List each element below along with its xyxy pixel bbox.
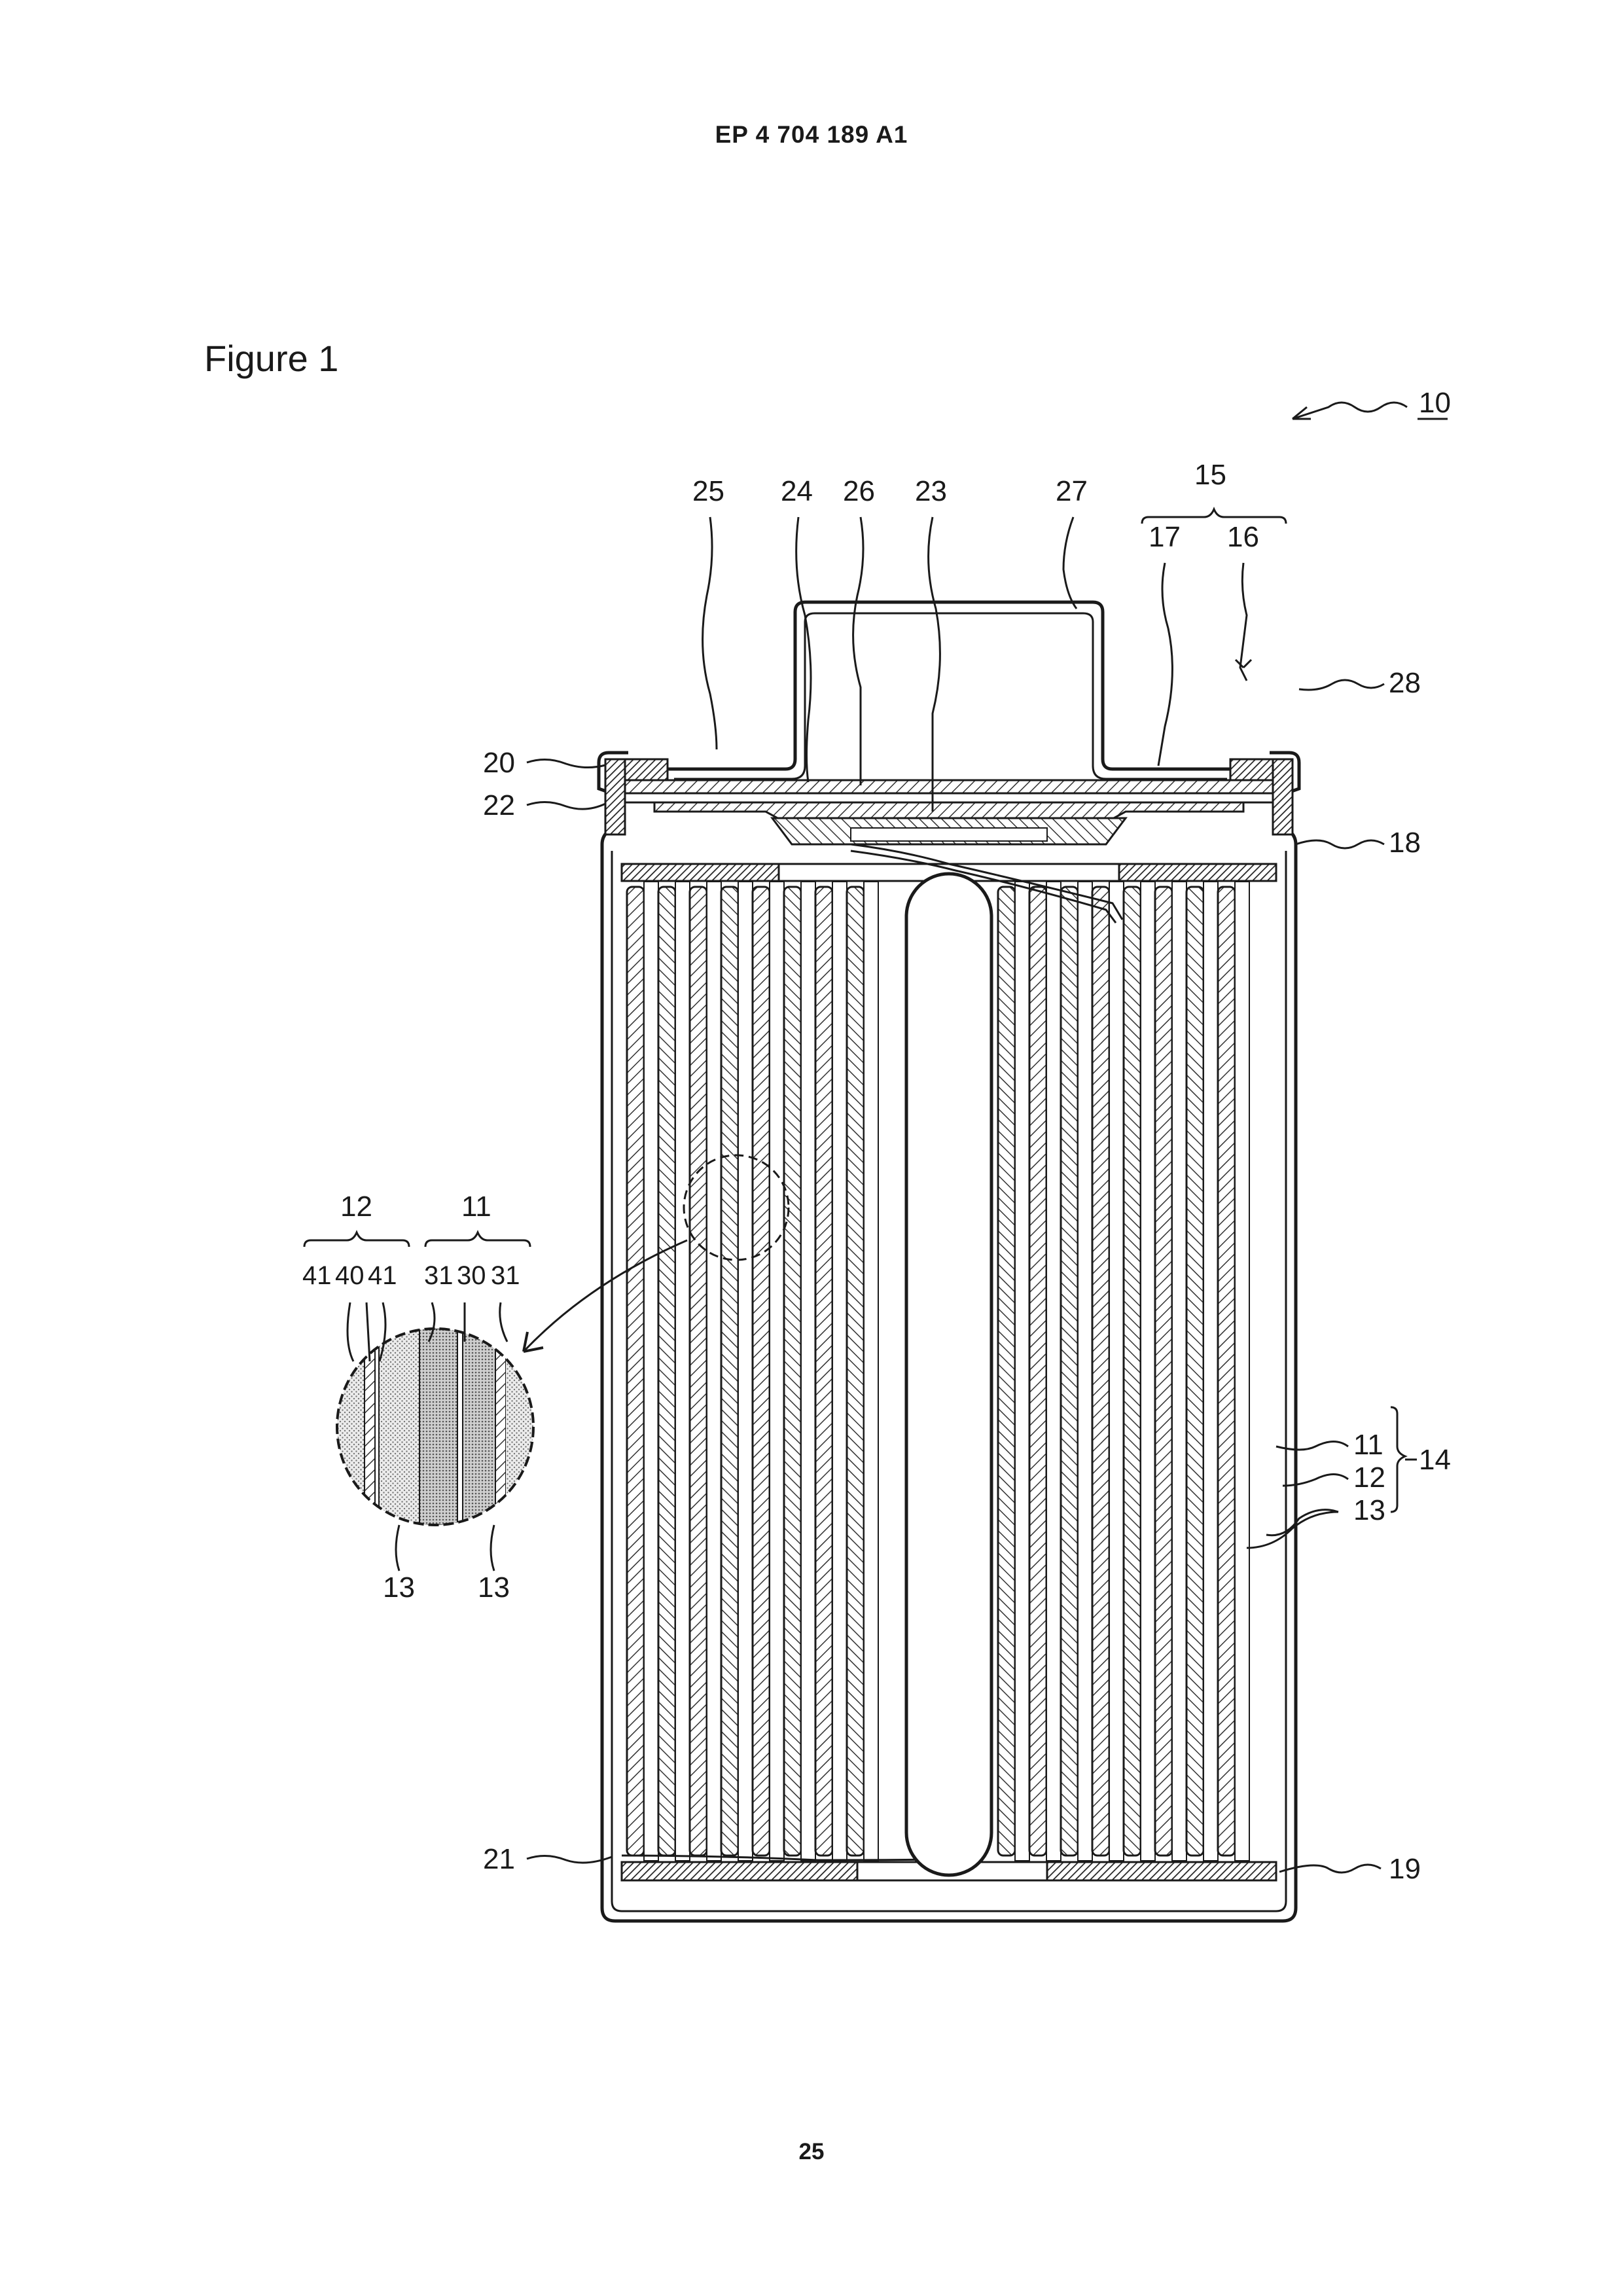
label-11: 11 (1353, 1429, 1383, 1461)
separator-strip (1078, 882, 1092, 1861)
separator-strip (675, 882, 690, 1861)
label-23: 23 (915, 475, 947, 507)
electrode-strip (1092, 887, 1109, 1856)
separator-strip (707, 882, 721, 1861)
detail-label-31a: 31 (424, 1261, 454, 1290)
label-24: 24 (781, 475, 813, 507)
electrode-strip (847, 887, 864, 1856)
separator-strip (1235, 882, 1249, 1861)
separator-strip (1046, 882, 1061, 1861)
separator-strip (1109, 882, 1124, 1861)
detail-label-13b: 13 (478, 1571, 510, 1604)
label-17: 17 (1149, 521, 1181, 553)
separator-strip (644, 882, 658, 1861)
label-27: 27 (1056, 475, 1088, 507)
separator-strip (864, 882, 878, 1861)
detail-label-40: 40 (335, 1261, 365, 1290)
detail-label-31b: 31 (491, 1261, 520, 1290)
device-reference-arrow (1293, 403, 1407, 419)
label-16: 16 (1227, 521, 1259, 553)
label-20: 20 (483, 747, 515, 779)
label-22: 22 (483, 789, 515, 821)
separator-strip (738, 882, 753, 1861)
internal-terminal-plate (772, 818, 1126, 844)
electrode-strip (658, 887, 675, 1856)
insulating-member (625, 793, 1273, 802)
separator-strip (1204, 882, 1218, 1861)
separator-strip (832, 882, 847, 1861)
label-10: 10 (1419, 387, 1451, 419)
label-13: 13 (1353, 1494, 1385, 1526)
electrode-strip (1029, 887, 1046, 1856)
electrode-strip (627, 887, 644, 1856)
separator-strip (1141, 882, 1155, 1861)
electrode-strip (690, 887, 707, 1856)
electrode-strip (721, 887, 738, 1856)
detail-label-41a: 41 (302, 1261, 332, 1290)
label-19: 19 (1389, 1853, 1421, 1885)
magnified-detail (337, 1329, 533, 1525)
label-26: 26 (843, 475, 875, 507)
electrode-strip (784, 887, 801, 1856)
separator-strip (1015, 882, 1029, 1861)
cap (668, 602, 1230, 779)
label-14: 14 (1419, 1444, 1451, 1476)
electrode-strip (1186, 887, 1204, 1856)
detail-label-11: 11 (461, 1191, 491, 1223)
electrode-strip (1124, 887, 1141, 1856)
electrode-strip (1218, 887, 1235, 1856)
electrode-strip (1155, 887, 1172, 1856)
detail-label-30: 30 (457, 1261, 486, 1290)
label-21: 21 (483, 1843, 515, 1875)
electrode-strip (815, 887, 832, 1856)
label-12: 12 (1353, 1462, 1385, 1494)
separator-strip (801, 882, 815, 1861)
label-15: 15 (1194, 459, 1226, 491)
electrode-strip (998, 887, 1015, 1856)
detail-label-41b: 41 (368, 1261, 397, 1290)
separator-strip (770, 882, 784, 1861)
detail-label-13a: 13 (383, 1571, 415, 1604)
label-28: 28 (1389, 667, 1421, 699)
page-number: 25 (0, 2139, 1623, 2165)
detail-label-12: 12 (340, 1191, 372, 1223)
upper-vent-member (625, 780, 1273, 793)
label-18: 18 (1389, 827, 1421, 859)
label-25: 25 (692, 475, 724, 507)
electrode-strip (753, 887, 770, 1856)
separator-strip (1172, 882, 1186, 1861)
electrode-strip (1061, 887, 1078, 1856)
winding-core-hollow (906, 874, 991, 1875)
